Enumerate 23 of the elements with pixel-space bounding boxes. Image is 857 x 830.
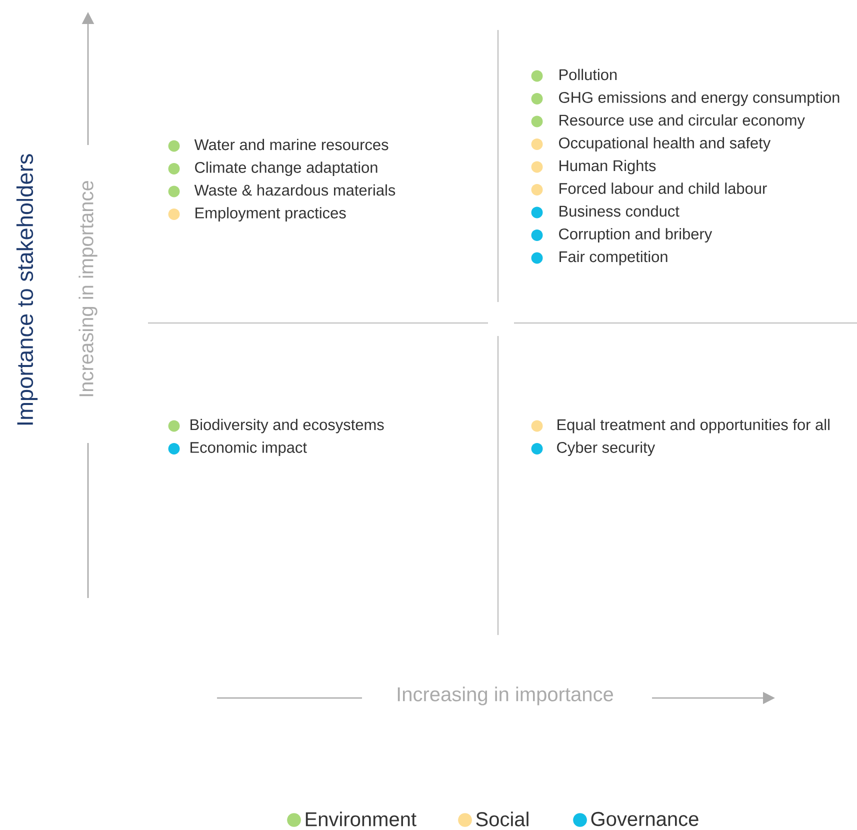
axis-caption: Increasing in importance [78, 181, 98, 396]
item-text: Climate change adaptation [195, 162, 378, 176]
item-text: Waste & hazardous materials [194, 184, 396, 196]
item-text: GHG emissions and energy consumption [559, 92, 840, 106]
item-text: Cyber security [557, 442, 656, 456]
item-text: Water and marine resources [194, 138, 388, 150]
item-text: Pollution [560, 68, 617, 80]
item-text: Equal treatment and opportunities for all [558, 418, 830, 434]
item-text: Corruption and bribery [559, 228, 712, 243]
axis-caption: Increasing in importance [398, 686, 613, 706]
item-text: Employment practices [196, 207, 346, 222]
item-text: Occupational health and safety [559, 137, 771, 152]
item-text: Forced labour and child labour [560, 182, 767, 194]
item-text: Business conduct [560, 205, 680, 217]
legend-text: Environment [306, 812, 416, 826]
item-text: Human Rights [560, 160, 656, 174]
legend-text: Social [476, 812, 528, 826]
item-text: Fair competition [560, 250, 668, 266]
axis-title: Importance to stakeholders [16, 154, 38, 425]
item-text: Biodiversity and ecosystems [190, 418, 384, 434]
item-text: Economic impact [190, 442, 307, 456]
item-text: Resource use and circular economy [560, 114, 805, 129]
legend-text: Governance [591, 812, 698, 826]
